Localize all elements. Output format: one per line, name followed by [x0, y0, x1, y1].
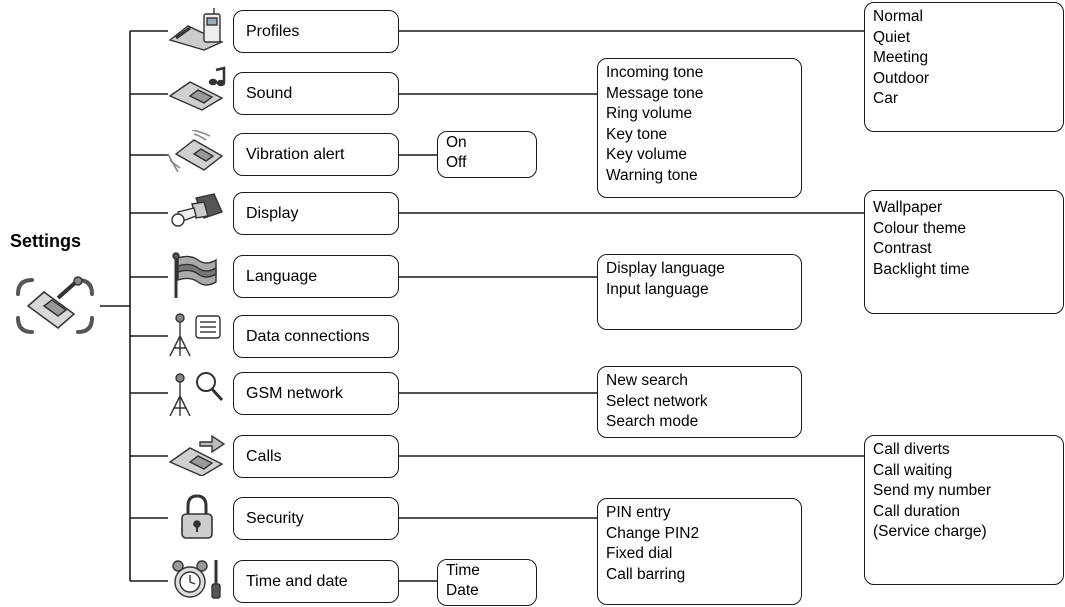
- submenu-item[interactable]: PIN entry: [606, 504, 671, 521]
- phone-settings-icon: [14, 272, 96, 340]
- antenna-search-icon: [166, 370, 228, 417]
- submenu-item[interactable]: (Service charge): [873, 523, 987, 540]
- submenu-time-and-date: Time Date: [437, 559, 537, 606]
- menu-item-sound[interactable]: Sound: [233, 72, 399, 115]
- submenu-profiles: Normal Quiet Meeting Outdoor Car: [864, 2, 1064, 132]
- submenu-item[interactable]: Search mode: [606, 413, 699, 430]
- display-screen-icon: [166, 190, 228, 236]
- submenu-item[interactable]: Car: [873, 90, 898, 107]
- submenu-item[interactable]: Key tone: [606, 125, 668, 143]
- menu-item-display[interactable]: Display: [233, 192, 399, 235]
- menu-item-security[interactable]: Security: [233, 497, 399, 540]
- submenu-item[interactable]: On: [446, 134, 467, 151]
- submenu-item[interactable]: Call duration: [873, 502, 961, 520]
- submenu-item[interactable]: Send my number: [873, 482, 992, 499]
- menu-item-profiles[interactable]: Profiles: [233, 10, 399, 53]
- submenu-item[interactable]: Warning tone: [606, 166, 698, 184]
- desk-phone-icon: [166, 6, 228, 52]
- menu-item-language[interactable]: Language: [233, 255, 399, 298]
- submenu-item[interactable]: Quiet: [873, 28, 911, 46]
- submenu-item[interactable]: Fixed dial: [606, 545, 673, 562]
- alarm-clock-icon: [166, 556, 228, 602]
- submenu-calls: Call diverts Call waiting Send my number…: [864, 435, 1064, 585]
- submenu-item[interactable]: Contrast: [873, 240, 932, 257]
- submenu-sound: Incoming tone Message tone Ring volume K…: [597, 58, 802, 198]
- padlock-icon: [166, 494, 228, 540]
- submenu-item[interactable]: New search: [606, 372, 688, 389]
- submenu-item[interactable]: Call barring: [606, 565, 686, 583]
- menu-item-time-and-date[interactable]: Time and date: [233, 560, 399, 603]
- menu-item-data-connections[interactable]: Data connections: [233, 315, 399, 358]
- submenu-item[interactable]: Time: [446, 562, 480, 579]
- submenu-item[interactable]: Meeting: [873, 49, 929, 66]
- vibrating-phone-icon: [166, 129, 228, 176]
- menu-item-gsm-network[interactable]: GSM network: [233, 372, 399, 415]
- submenu-display: Wallpaper Colour theme Contrast Backligh…: [864, 190, 1064, 314]
- submenu-item[interactable]: Date: [446, 582, 479, 599]
- submenu-item[interactable]: Backlight time: [873, 260, 970, 278]
- submenu-item[interactable]: Normal: [873, 8, 923, 25]
- submenu-item[interactable]: Ring volume: [606, 105, 693, 122]
- submenu-gsm-network: New search Select network Search mode: [597, 366, 802, 438]
- submenu-security: PIN entry Change PIN2 Fixed dial Call ba…: [597, 498, 802, 605]
- submenu-item[interactable]: Input language: [606, 280, 709, 298]
- submenu-item[interactable]: Call diverts: [873, 441, 950, 458]
- submenu-item[interactable]: Select network: [606, 392, 708, 410]
- submenu-item[interactable]: Colour theme: [873, 219, 967, 237]
- submenu-item[interactable]: Outdoor: [873, 69, 930, 87]
- phone-music-note-icon: [166, 66, 228, 112]
- menu-item-vibration-alert[interactable]: Vibration alert: [233, 133, 399, 176]
- submenu-language: Display language Input language: [597, 254, 802, 330]
- submenu-item[interactable]: Incoming tone: [606, 64, 704, 81]
- submenu-item[interactable]: Change PIN2: [606, 524, 700, 542]
- submenu-item[interactable]: Wallpaper: [873, 199, 943, 216]
- submenu-vibration-alert: On Off: [437, 131, 537, 178]
- submenu-item[interactable]: Call waiting: [873, 461, 953, 479]
- language-flag-icon: [166, 252, 228, 298]
- phone-arrow-icon: [166, 430, 228, 477]
- settings-title: Settings: [10, 231, 82, 251]
- submenu-item[interactable]: Off: [446, 154, 467, 171]
- submenu-item[interactable]: Display language: [606, 260, 725, 277]
- submenu-item[interactable]: Key volume: [606, 146, 687, 163]
- submenu-item[interactable]: Message tone: [606, 84, 704, 102]
- menu-item-calls[interactable]: Calls: [233, 435, 399, 478]
- antenna-list-icon: [166, 312, 228, 358]
